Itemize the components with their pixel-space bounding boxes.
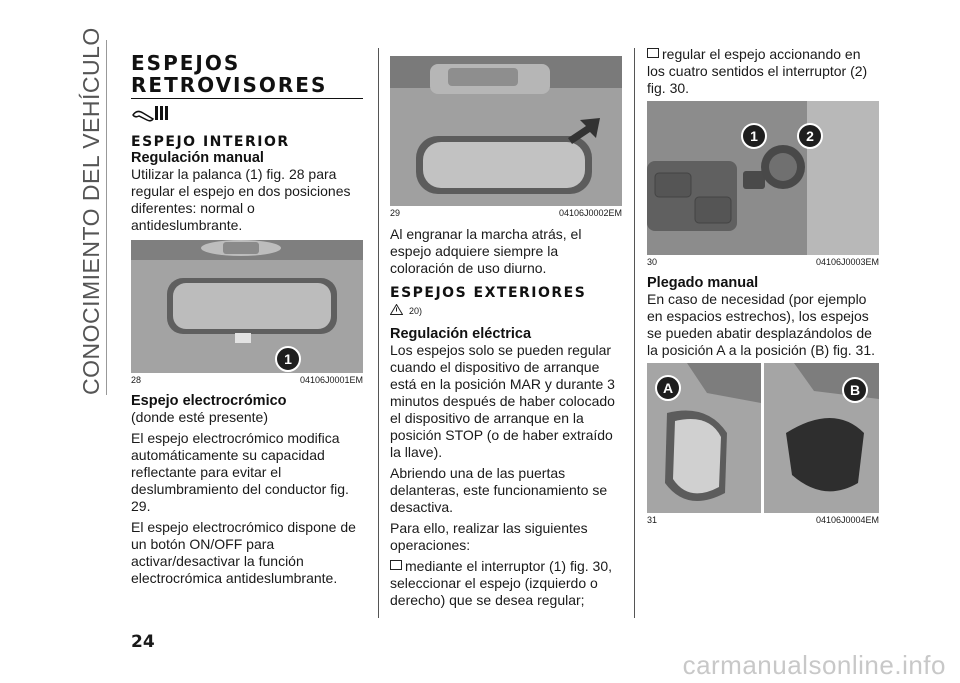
mirror-open-panel: A: [647, 363, 761, 513]
callout-1: 1: [741, 123, 767, 149]
paragraph: (donde esté presente): [131, 409, 268, 425]
subsection-title: ESPEJOS EXTERIORES: [390, 285, 587, 301]
paragraph: Los espejos solo se pueden regular cuand…: [390, 342, 615, 460]
figure-caption: 28 04106J0001EM: [131, 375, 363, 385]
figure-number: 28: [131, 375, 142, 385]
column-3: regular el espejo accionando en los cuat…: [647, 46, 879, 533]
figure-code: 04106J0004EM: [815, 515, 879, 525]
figure-31-image: A B: [647, 363, 879, 513]
subsection-title: ESPEJO INTERIOR: [131, 134, 290, 150]
figure-caption: 29 04106J0002EM: [390, 208, 622, 218]
callout-B: B: [842, 377, 868, 403]
hand-tools-icon: [131, 103, 363, 128]
column-divider: [378, 48, 379, 618]
watermark: carmanualsonline.info: [682, 650, 946, 680]
figure-caption: 31 04106J0004EM: [647, 515, 879, 525]
figure-30-image: 1 2: [647, 101, 879, 255]
figure-number: 29: [390, 208, 401, 218]
paragraph: Utilizar la palanca (1) fig. 28 para reg…: [131, 166, 351, 233]
checkbox-bullet-icon: [647, 48, 659, 58]
paragraph: Para ello, realizar las siguientes opera…: [390, 520, 588, 553]
paragraph: Al engranar la marcha atrás, el espejo a…: [390, 226, 582, 276]
sidebar-rule: [106, 40, 107, 395]
paragraph: Abriendo una de las puertas delanteras, …: [390, 465, 608, 515]
bullet-item: regular el espejo accionando en los cuat…: [647, 46, 868, 96]
warning-ref-number: 20): [409, 306, 423, 316]
figure-code: 04106J0003EM: [815, 257, 879, 267]
section-title-line-1: ESPEJOS: [131, 51, 241, 75]
checkbox-bullet-icon: [390, 560, 402, 570]
mirror-folded-panel: B: [764, 363, 879, 513]
title-rule: [131, 98, 363, 99]
column-1: ESPEJOS RETROVISORES ESPEJO INTERIOR Reg…: [131, 52, 363, 591]
heading-manual-fold: Plegado manual: [647, 275, 759, 291]
warning-reference: 20): [389, 302, 622, 320]
figure-code: 04106J0002EM: [558, 208, 622, 218]
callout-2: 2: [797, 123, 823, 149]
callout-1: 1: [275, 346, 301, 372]
heading-electric-adjust: Regulación eléctrica: [390, 326, 532, 342]
warning-icon: [389, 302, 404, 320]
figure-caption: 30 04106J0003EM: [647, 257, 879, 267]
section-title-line-2: RETROVISORES: [131, 73, 328, 97]
callout-A: A: [655, 375, 681, 401]
figure-number: 31: [647, 515, 658, 525]
bullet-item: mediante el interruptor (1) fig. 30, sel…: [390, 558, 612, 608]
column-2: 29 04106J0002EM Al engranar la marcha at…: [389, 56, 622, 613]
paragraph: El espejo electrocrómico modifica automá…: [131, 430, 349, 514]
heading-manual-adjust: Regulación manual: [131, 150, 264, 166]
figure-29-image: [390, 56, 622, 206]
heading-electrochromic: Espejo electrocrómico: [131, 393, 287, 409]
figure-28-image: 1: [131, 240, 363, 373]
figure-number: 30: [647, 257, 658, 267]
column-divider: [634, 48, 635, 618]
figure-code: 04106J0001EM: [299, 375, 363, 385]
page-number: 24: [131, 632, 155, 652]
paragraph: En caso de necesidad (por ejemplo en esp…: [647, 291, 876, 358]
sidebar-section-title: CONOCIMIENTO DEL VEHÍCULO: [78, 27, 104, 395]
paragraph: El espejo electrocrómico dispone de un b…: [131, 519, 356, 586]
